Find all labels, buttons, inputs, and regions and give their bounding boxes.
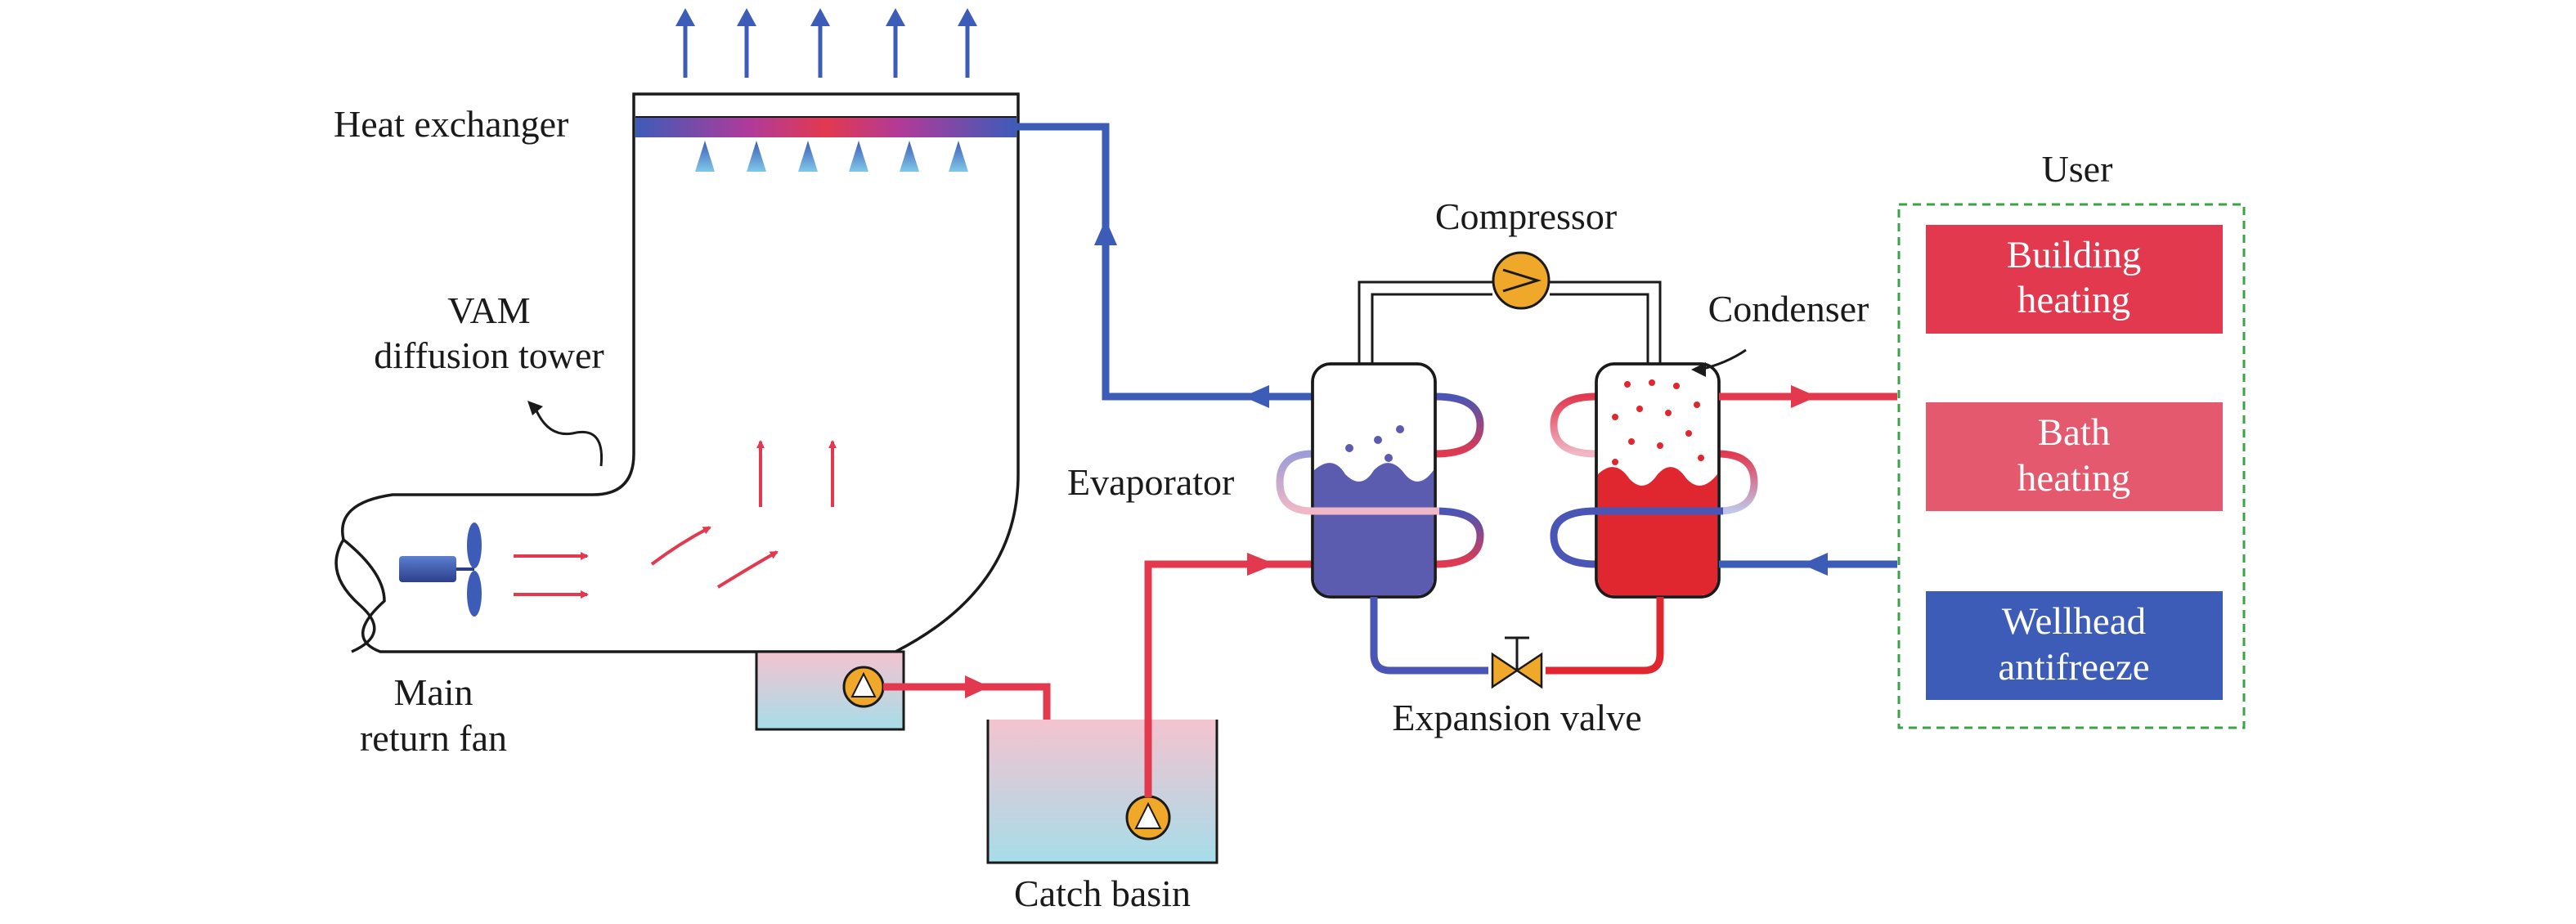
vam-tower-outline [341,92,1020,653]
main-return-fan-icon [399,523,482,617]
user-box-wellhead [1926,591,2223,700]
catch-basin-pump-icon [1125,795,1171,841]
compressor-loop [1358,280,1662,366]
label-condenser: Condenser [1708,288,1869,330]
pipe-condenser-bottom [1546,597,1664,675]
user-box-building-line2: heating [2017,279,2130,321]
evaporator-vessel [1276,362,1484,599]
label-evaporator: Evaporator [1067,461,1234,503]
label-vam-line1: VAM [447,289,530,331]
user-box-building [1926,225,2223,334]
condenser-vessel [1550,362,1758,599]
label-vam-line2: diffusion tower [374,334,604,376]
user-box-wellhead-line1: Wellhead [2002,600,2146,643]
label-compressor: Compressor [1435,195,1617,237]
airflow-arrows [514,440,837,599]
user-box-bath-line1: Bath [2038,411,2111,454]
user-box-bath-line2: heating [2017,457,2130,500]
user-box-building-line1: Building [2007,234,2142,276]
label-fan-line1: Main [393,671,473,713]
label-heat-exchanger: Heat exchanger [334,103,568,145]
label-expansion-valve: Expansion valve [1392,697,1641,738]
compressor-icon [1492,251,1551,310]
exhaust-arrows [675,8,977,78]
updraft-dashes [703,176,960,425]
sump-pump-icon [842,666,885,708]
user-box-bath [1926,402,2223,511]
label-user: User [2042,148,2113,190]
label-catch-basin: Catch basin [1014,872,1191,914]
user-group-border [1897,203,2246,729]
pipe-evaporator-to-exchanger [1016,123,1313,401]
expansion-valve-icon [1491,636,1543,689]
heat-exchanger-bar [635,117,1016,137]
vam-leader-line [534,408,604,467]
pipe-evaporator-bottom [1370,597,1488,675]
label-fan-line2: return fan [360,717,507,759]
catch-basin [988,720,1217,863]
updraft-tips [695,141,968,172]
user-box-wellhead-line2: antifreeze [1998,646,2149,689]
fan-intake-edge [334,539,376,653]
